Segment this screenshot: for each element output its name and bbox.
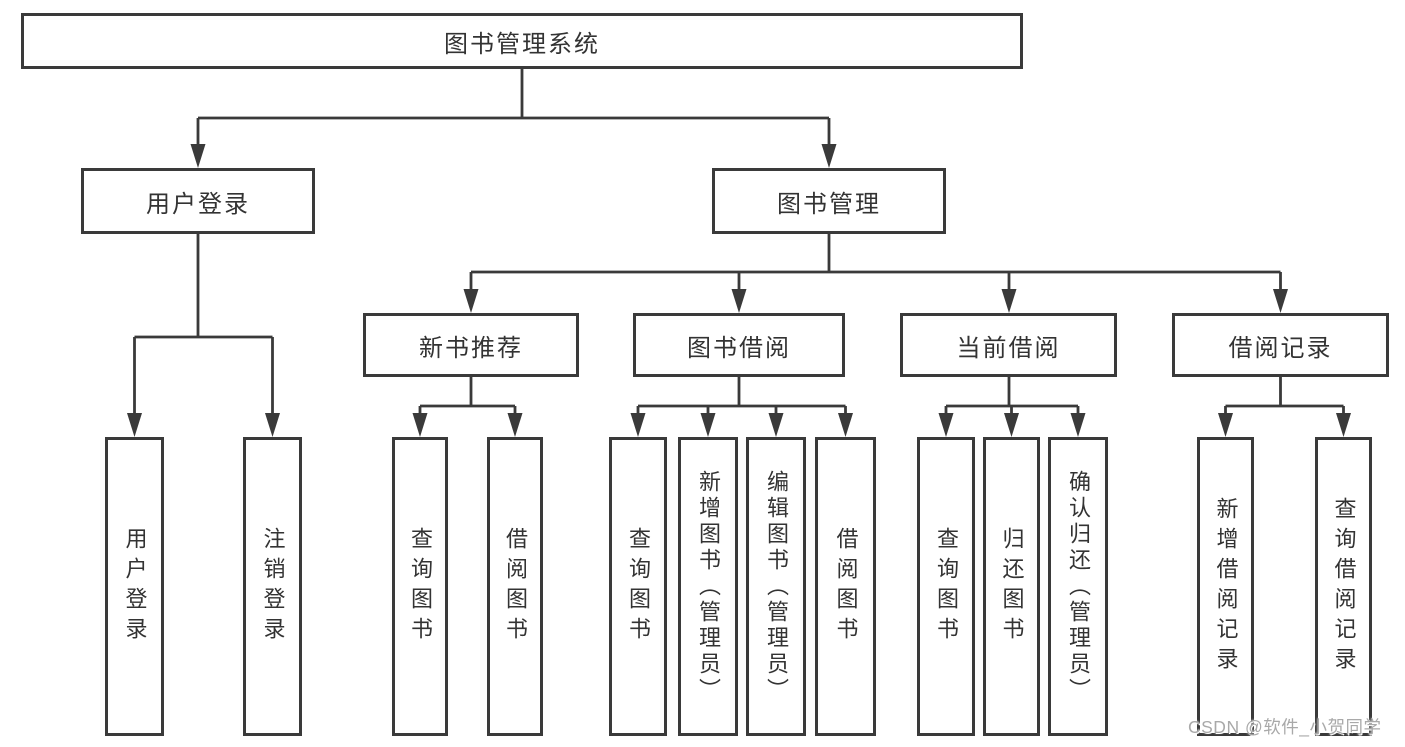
leaf-label: 确认归还（管理员） [1066,469,1091,704]
leaf-add-borrow-record: 新增借阅记录 [1197,437,1254,736]
node-label: 当前借阅 [956,334,1061,362]
leaf-borrow-books: 借阅图书 [815,437,876,736]
leaf-label: 归还图书 [999,526,1025,647]
leaf-query-books-borrow: 查询图书 [609,437,667,736]
leaf-query-books-recommend: 查询图书 [392,437,448,736]
node-label: 用户登录 [146,190,250,218]
node-borrowing-records: 借阅记录 [1172,313,1389,377]
leaf-return-books: 归还图书 [983,437,1040,736]
node-label: 借阅记录 [1228,334,1333,362]
leaf-add-books-admin: 新增图书（管理员） [678,437,738,736]
leaf-query-books-current: 查询图书 [917,437,975,736]
leaf-label: 用户登录 [122,526,148,647]
node-user-login: 用户登录 [81,168,315,234]
node-label: 新书推荐 [419,334,523,362]
leaf-label: 查询图书 [408,526,433,647]
node-new-book-recommendation: 新书推荐 [363,313,579,377]
node-library-management-system: 图书管理系统 [21,13,1023,69]
leaf-label: 新增图书（管理员） [696,469,721,704]
leaf-label: 查询图书 [934,526,959,647]
leaf-label: 查询图书 [626,526,651,647]
leaf-label: 编辑图书（管理员） [764,469,789,704]
node-book-borrowing: 图书借阅 [633,313,845,377]
leaf-label: 借阅图书 [503,526,528,647]
leaf-borrow-books-recommend: 借阅图书 [487,437,543,736]
leaf-confirm-return-admin: 确认归还（管理员） [1048,437,1108,736]
node-book-management: 图书管理 [712,168,946,234]
leaf-label: 查询借阅记录 [1331,496,1357,677]
leaf-query-borrow-record: 查询借阅记录 [1315,437,1372,736]
node-label: 图书管理 [777,190,881,218]
leaf-label: 新增借阅记录 [1213,496,1239,677]
leaf-logout: 注销登录 [243,437,302,736]
leaf-label: 注销登录 [260,526,286,647]
node-label: 图书借阅 [687,334,791,362]
node-label: 图书管理系统 [444,30,600,58]
leaf-user-login: 用户登录 [105,437,164,736]
leaf-edit-books-admin: 编辑图书（管理员） [746,437,806,736]
csdn-watermark: CSDN @软件_小贺同学 [1188,717,1382,737]
node-current-borrowing: 当前借阅 [900,313,1117,377]
leaf-label: 借阅图书 [833,526,859,647]
